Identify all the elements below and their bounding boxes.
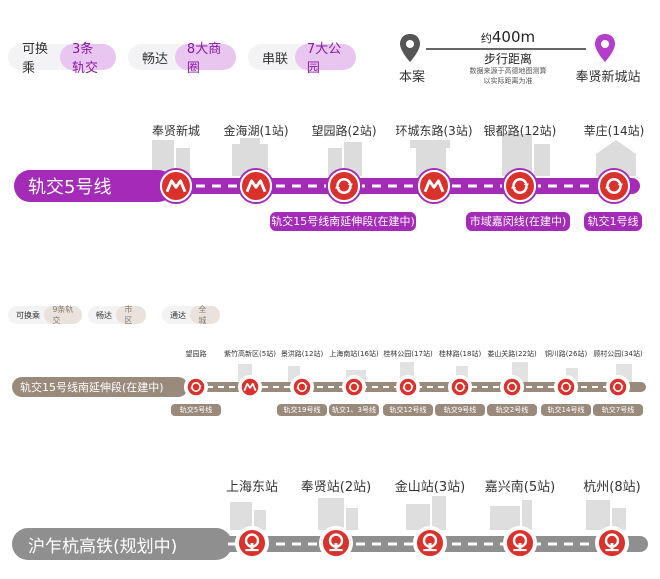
metro-icon [238, 168, 274, 204]
distance-mode: 步行距离 [483, 52, 532, 66]
station-name: 嘉兴南(5站) [484, 480, 556, 495]
line5-transfer-tag: 轨交1号线 [584, 212, 642, 231]
line15-transfer-tag: 轨交1、3号线 [329, 404, 379, 416]
line5-transfer-tag: 市域嘉闵线(在建中) [466, 212, 570, 231]
transfer-icon [448, 375, 472, 399]
pill-parks: 串联 7大公园 [248, 42, 356, 76]
pill-value: 8大商圈 [174, 42, 236, 76]
line15-transfer-tag: 轨交2号线 [487, 404, 537, 416]
station-name: 桂林路(18站) [438, 350, 482, 358]
station-name: 环城东路(3站) [395, 124, 473, 138]
line5-transfer-tag: 轨交15号线南延伸段(在建中) [270, 212, 416, 231]
transfer-icon [342, 375, 366, 399]
pill-value: 7大公园 [294, 42, 356, 76]
line15-transfer-tag: 轨交14号线 [541, 404, 591, 416]
line15-label: 轨交15号线南延伸段(在建中) [12, 377, 188, 397]
transfer-icon [500, 375, 524, 399]
railway-icon [413, 526, 447, 560]
data-source-note-2: 以实际距离为准 [483, 77, 533, 85]
station-name: 银都路(12站) [483, 124, 557, 138]
transfer-icon [502, 168, 538, 204]
transfer-icon [554, 375, 578, 399]
railway-icon [235, 526, 269, 560]
pill-key: 畅达 [96, 310, 112, 320]
distance-prefix: 约 [480, 32, 492, 45]
station-name: 莘庄(14站) [583, 124, 645, 138]
pill-value: 3条轨交 [59, 42, 116, 76]
line5-dashes [180, 184, 620, 188]
transfer-icon [184, 375, 208, 399]
hsr-label: 沪乍杭高铁(规划中) [12, 528, 232, 560]
station-name: 顾村公园(34站) [593, 350, 643, 358]
metro-icon [238, 375, 262, 399]
transfer-icon [596, 168, 632, 204]
location-pin-gray-icon [400, 34, 420, 62]
station-name: 紫竹高新区(5站) [224, 350, 276, 358]
skyline-illustration [230, 496, 626, 530]
railway-icon [595, 526, 629, 560]
station-name: 奉贤新城 [151, 124, 200, 138]
pill-key: 串联 [262, 51, 289, 67]
transfer-icon [396, 375, 420, 399]
pill-transfer: 可换乘 3条轨交 [8, 42, 116, 76]
station-name: 上海南站(16站) [329, 350, 379, 358]
station-name: 杭州(8站) [583, 480, 641, 495]
transfer-icon [326, 168, 362, 204]
data-source-note: 数据来源于高德地图测算 [469, 67, 547, 75]
line15-transfer-tag: 轨交9号线 [435, 404, 485, 416]
pill-key: 通达 [170, 310, 186, 320]
line5-label: 轨交5号线 [14, 170, 174, 202]
pill-citywide: 通达 全城 [162, 305, 220, 325]
pill-key: 可换乘 [16, 310, 40, 320]
station-name: 金山站(3站) [394, 480, 466, 495]
pill-key: 畅达 [142, 51, 169, 67]
station-name: 娄山关路(22站) [487, 350, 537, 358]
pill-downtown: 畅达 市区 [88, 305, 146, 325]
station-name: 上海东站 [225, 480, 278, 495]
skyline-illustration [152, 134, 636, 176]
distance-text: 约400m [420, 28, 596, 46]
distance-value: 400m [491, 28, 536, 46]
station-name: 铜川路(26站) [544, 350, 588, 358]
line15-transfer-tag: 轨交7号线 [593, 404, 643, 416]
distance-line [426, 48, 586, 50]
pill-value: 市区 [116, 305, 146, 325]
transfer-icon [290, 375, 314, 399]
destination-label: 奉贤新城站 [575, 70, 641, 85]
line15-transfer-tag: 轨交12号线 [383, 404, 433, 416]
station-name: 望园路 [185, 350, 207, 358]
railway-icon [503, 526, 537, 560]
line15-transfer-tag: 轨交5号线 [171, 404, 221, 416]
railway-icon [319, 526, 353, 560]
transfer-icon [606, 375, 630, 399]
line15-transfer-tag: 轨交19号线 [277, 404, 327, 416]
station-name: 望园路(2站) [311, 124, 377, 138]
station-name: 景洪路(12站) [280, 350, 324, 358]
pill-value: 9条轨交 [44, 305, 82, 325]
location-pin-purple-icon [595, 34, 615, 62]
pill-shopping: 畅达 8大商圈 [128, 42, 236, 76]
pill-key: 可换乘 [22, 42, 49, 76]
pill-transfer-15: 可换乘 9条轨交 [8, 305, 82, 325]
station-name: 金海湖(1站) [223, 124, 289, 138]
metro-icon [416, 168, 452, 204]
station-name: 桂林公园(17站) [383, 350, 433, 358]
station-name: 奉贤站(2站) [300, 480, 372, 495]
metro-icon [158, 168, 194, 204]
origin-label: 本案 [398, 70, 425, 85]
pill-value: 全城 [190, 305, 220, 325]
